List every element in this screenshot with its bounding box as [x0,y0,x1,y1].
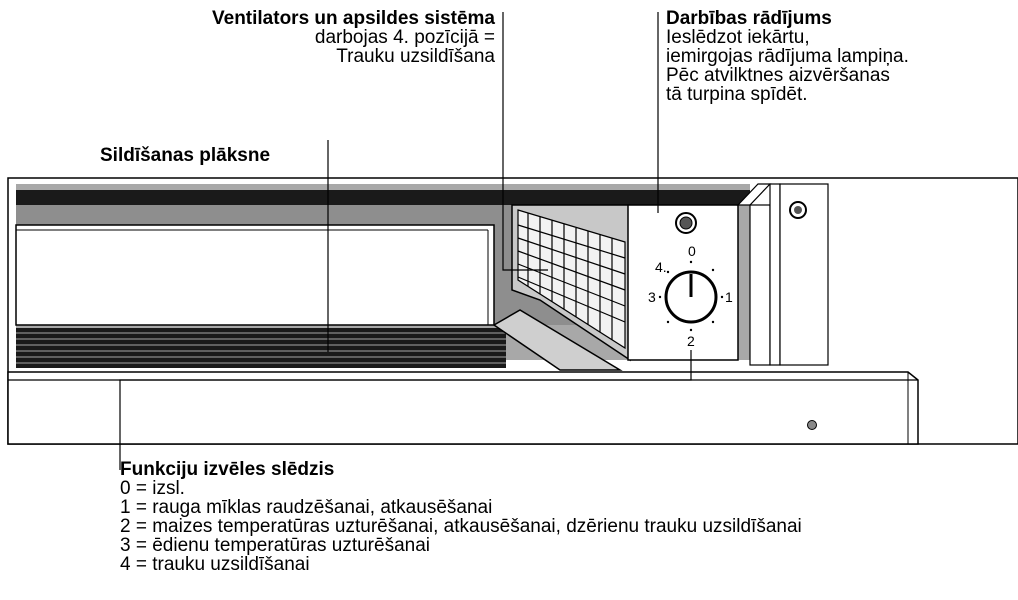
drawer-front [7,371,919,445]
status-indicator-callout: Darbības rādījums Ieslēdzot iekārtu, iem… [666,9,909,104]
dial-label-2: 2 [687,333,695,349]
function-selector-title: Funkciju izvēles slēdzis [120,459,335,480]
fan-heating-callout: Ventilators un apsildes sistēma darbojas… [212,9,495,66]
side-screw-center [794,206,802,214]
heating-plate-panel [15,224,495,326]
function-selector-knob[interactable] [664,270,718,324]
heating-plate-title: Sildīšanas plāksne [100,145,271,166]
function-selector-line: 1 = rauga mīklas raudzēšanai, atkausēšan… [120,497,493,518]
status-indicator-line: tā turpina spīdēt. [666,84,808,105]
status-indicator-line: Ieslēdzot iekārtu, [666,27,810,48]
status-indicator-line: Pēc atvilktnes aizvēršanas [666,65,890,86]
heating-plate-ribs [16,328,506,368]
top-trim [16,190,750,205]
function-selector-line: 3 = ēdienu temperatūras uzturēšanai [120,535,431,556]
fan-leader-line [502,12,548,271]
dial-label-1: 1 [725,289,733,305]
status-indicator-title: Darbības rādījums [666,8,832,29]
drawer-screw [807,420,817,430]
dial-label-0: 0 [688,243,696,259]
function-selector-callout: Funkciju izvēles slēdzis 0 = izsl. 1 = r… [120,460,802,574]
fan-heating-title: Ventilators un apsildes sistēma [212,8,495,29]
dial-ticks [658,260,724,332]
dial-label-3: 3 [648,289,656,305]
fan-grille [517,209,626,350]
status-indicator-line: iemirgojas rādījuma lampiņa. [666,46,909,67]
function-selector-line: 4 = trauku uzsildīšanai [120,554,310,575]
side-wall [492,309,623,371]
frame-post [769,183,781,366]
function-selector-line: 0 = izsl. [120,478,185,499]
frame-post [749,204,771,366]
function-selector-line: 2 = maizes temperatūras uzturēšanai, atk… [120,516,802,537]
fan-heating-line: Trauku uzsildīšana [336,46,495,67]
status-indicator-lamp-center [679,216,693,230]
fan-heating-line: darbojas 4. pozīcijā = [314,27,495,48]
selector-leader-line [119,350,692,470]
heating-plate-callout: Sildīšanas plāksne [100,146,270,165]
dial-label-4: 4. [655,259,667,275]
